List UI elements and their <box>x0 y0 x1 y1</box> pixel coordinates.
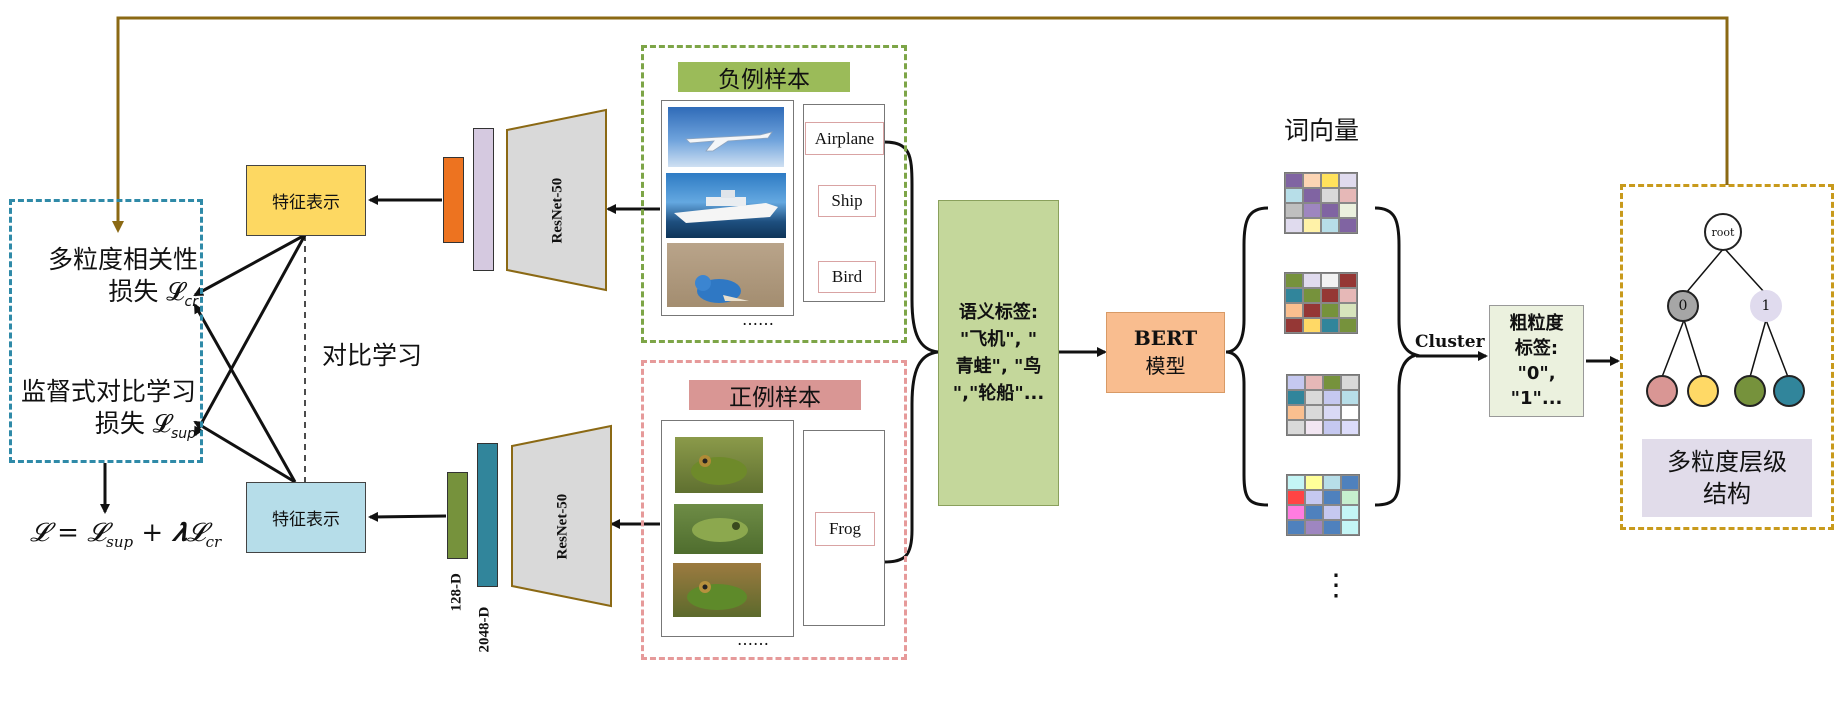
feature-representation-top: 特征表示 <box>246 165 366 236</box>
label-airplane: Airplane <box>805 122 884 155</box>
word-vector-title: 词向量 <box>1284 116 1360 145</box>
dim-2048-label: 2048-D <box>476 606 493 653</box>
hierarchy-box <box>1620 184 1834 530</box>
multi-granularity-loss-label: 多粒度相关性 损失 𝓛cr <box>47 245 198 310</box>
frog-image-3 <box>673 563 761 617</box>
word-vector-grid-4 <box>1286 474 1360 536</box>
ship-image <box>666 173 786 238</box>
tree-node-0: 0 <box>1667 290 1699 322</box>
feature-bar-teal <box>477 443 498 587</box>
label-ship: Ship <box>818 185 876 217</box>
negative-samples-title: 负例样本 <box>678 62 850 93</box>
positive-samples-box <box>641 360 907 660</box>
frog-image-2 <box>674 504 763 554</box>
tree-node-1: 1 <box>1750 290 1782 322</box>
negative-ellipsis: …… <box>742 310 774 329</box>
resnet-bottom-trapezoid <box>511 424 612 608</box>
dim-128-label: 128-D <box>448 573 465 612</box>
positive-samples-title: 正例样本 <box>689 380 861 411</box>
positive-ellipsis: …… <box>737 630 769 649</box>
tree-leaf-pink <box>1646 375 1678 407</box>
tree-leaf-green <box>1734 375 1766 407</box>
tree-root-node: root <box>1704 213 1742 251</box>
feature-representation-bottom: 特征表示 <box>246 482 366 553</box>
feature-bar-lavender <box>473 128 494 271</box>
supcon-loss-label: 监督式对比学习 损失 𝓛sup <box>20 377 196 442</box>
total-loss-formula: 𝓛 = 𝓛sup + 𝝀𝓛cr <box>30 518 222 552</box>
coarse-labels-box: 粗粒度 标签: "0", "1"... <box>1489 305 1584 417</box>
loss-box <box>9 199 203 463</box>
word-vector-grid-2 <box>1284 272 1358 334</box>
tree-leaf-teal <box>1773 375 1805 407</box>
feature-bar-orange <box>443 157 464 243</box>
label-bird: Bird <box>818 261 876 293</box>
bird-image <box>667 243 784 307</box>
feature-bar-green <box>447 472 468 559</box>
resnet-top-trapezoid <box>506 108 607 292</box>
airplane-image <box>668 107 784 167</box>
cluster-label: Cluster <box>1415 332 1485 352</box>
bert-model-box: BERT 模型 <box>1106 312 1225 393</box>
word-vector-ellipsis: ⋮ <box>1321 568 1351 603</box>
tree-leaf-yellow <box>1687 375 1719 407</box>
feedback-loop-arrow <box>112 16 1729 233</box>
hierarchy-caption: 多粒度层级 结构 <box>1642 439 1812 517</box>
resnet-top-label: ResNet-50 <box>549 177 566 244</box>
label-frog: Frog <box>815 512 875 546</box>
resnet-bottom-label: ResNet-50 <box>554 493 571 560</box>
frog-image-1 <box>675 437 763 493</box>
word-vector-grid-1 <box>1284 172 1358 234</box>
word-vector-grid-3 <box>1286 374 1360 436</box>
semantic-labels-box: 语义标签: "飞机", " 青蛙", "鸟 ","轮船"... <box>938 200 1059 506</box>
negative-samples-box <box>641 45 907 343</box>
contrastive-learning-label: 对比学习 <box>322 341 423 370</box>
